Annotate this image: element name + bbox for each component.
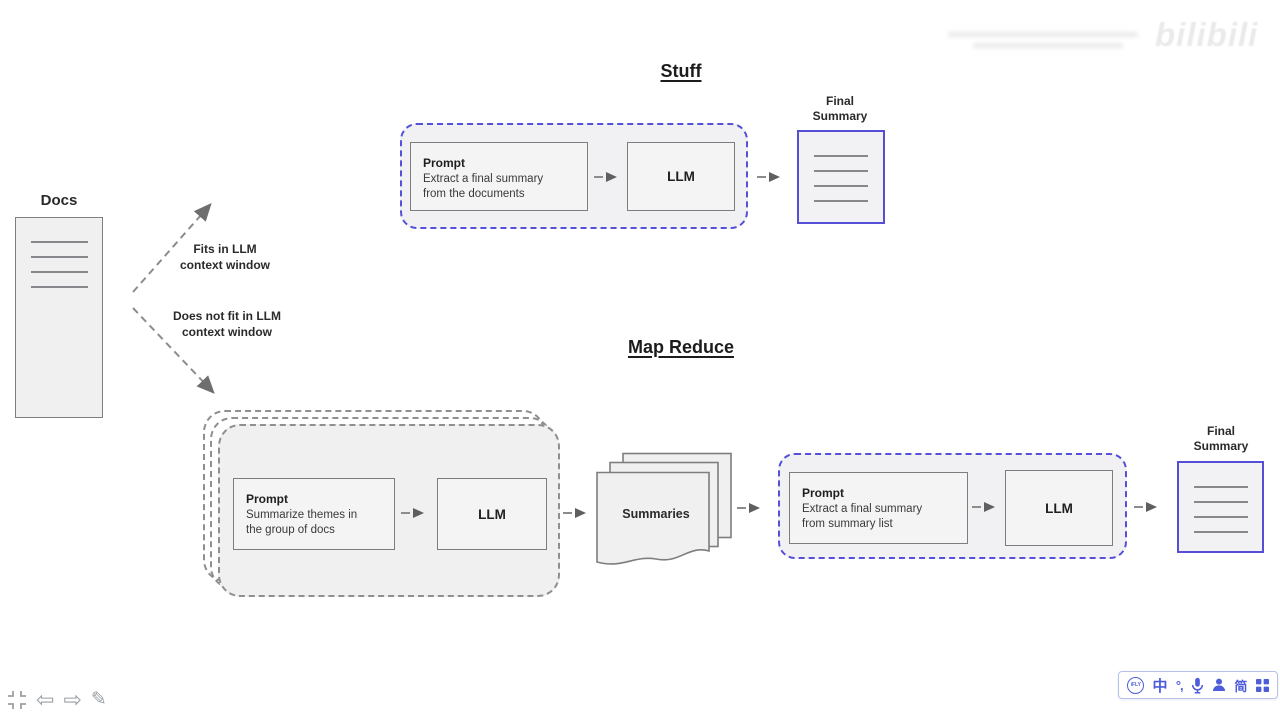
summaries-doc-stack xyxy=(596,452,732,565)
document-text-lines xyxy=(16,218,102,288)
watermark-text-smudge xyxy=(948,32,1143,48)
prompt-title: Prompt xyxy=(246,492,288,506)
reduce-llm-box: LLM xyxy=(1005,470,1113,546)
stuff-prompt-box: Prompt Extract a final summary from the … xyxy=(410,142,588,211)
arrow-llm-to-final xyxy=(1134,502,1157,512)
reduce-final-summary-doc xyxy=(1177,461,1264,553)
fits-branch-label: Fits in LLM context window xyxy=(180,242,270,272)
branch-arrows xyxy=(132,203,215,394)
arrow-llm-to-summaries xyxy=(563,508,586,518)
player-controls: ⇦ ⇨ ✎ xyxy=(7,687,107,712)
ifly-logo-icon[interactable]: iFLY xyxy=(1127,676,1145,694)
arrow-llm-to-summary xyxy=(757,172,780,182)
reduce-prompt-box: Prompt Extract a final summary from summ… xyxy=(789,472,968,544)
simplified-chinese-button[interactable]: 简 xyxy=(1234,678,1248,694)
microphone-icon[interactable] xyxy=(1191,677,1204,694)
forward-arrow-icon[interactable]: ⇨ xyxy=(63,687,82,712)
stuff-llm-box: LLM xyxy=(627,142,735,211)
bilibili-watermark: bilibili xyxy=(1155,16,1259,53)
arrow-summaries-to-reduce xyxy=(737,503,760,513)
prompt-title: Prompt xyxy=(802,486,844,500)
back-arrow-icon[interactable]: ⇦ xyxy=(36,687,55,712)
docs-label: Docs xyxy=(40,192,78,209)
summaries-label: Summaries xyxy=(622,507,690,521)
prompt-body: Extract a final summary from the documen… xyxy=(423,173,544,200)
reduce-final-summary-label: Final Summary xyxy=(1193,424,1249,453)
prompt-title: Prompt xyxy=(423,156,465,170)
arrow-prompt-to-llm xyxy=(594,172,617,182)
map-prompt-box: Prompt Summarize themes in the group of … xyxy=(233,478,395,550)
punctuation-mode-button[interactable]: °, xyxy=(1175,677,1184,693)
arrow-prompt-to-llm xyxy=(972,502,995,512)
stuff-final-summary-doc xyxy=(797,130,885,224)
document-text-lines xyxy=(1179,463,1262,533)
document-text-lines xyxy=(799,132,883,202)
ime-toolbar: iFLY 中 °, 简 xyxy=(1118,671,1278,699)
user-icon[interactable] xyxy=(1212,678,1226,692)
not-fit-branch-label: Does not fit in LLM context window xyxy=(173,309,281,339)
prompt-body: Extract a final summary from summary lis… xyxy=(802,503,923,530)
docs-document xyxy=(15,217,103,418)
map-reduce-title: Map Reduce xyxy=(627,337,735,357)
map-llm-box: LLM xyxy=(437,478,547,550)
stuff-final-summary-label: Final Summary xyxy=(812,94,868,123)
arrow-prompt-to-llm xyxy=(401,508,424,518)
fit-screen-icon[interactable] xyxy=(7,690,27,710)
app-grid-icon[interactable] xyxy=(1255,678,1269,692)
prompt-body: Summarize themes in the group of docs xyxy=(246,509,358,536)
language-mode-button[interactable]: 中 xyxy=(1152,677,1168,695)
pencil-icon[interactable]: ✎ xyxy=(90,689,107,710)
stuff-title: Stuff xyxy=(660,61,702,81)
